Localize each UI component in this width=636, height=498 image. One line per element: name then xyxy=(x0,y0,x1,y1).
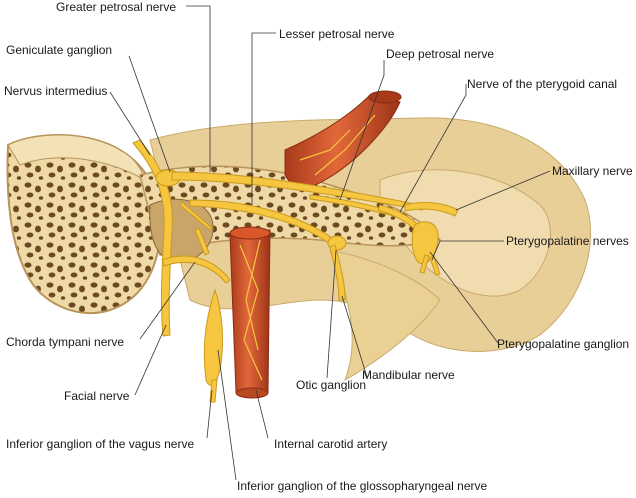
leader-lesser-petrosal xyxy=(251,32,276,205)
label-pterygopalatine-nerves: Pterygopalatine nerves xyxy=(506,234,629,248)
leader-pterygoid-canal xyxy=(399,84,467,213)
leader-nervus-intermedius xyxy=(109,91,151,156)
label-facial-nerve: Facial nerve xyxy=(64,389,130,403)
leader-deep-petrosal xyxy=(339,60,385,201)
facial-nerve xyxy=(132,139,173,337)
pterygopalatine-ganglion-shape xyxy=(411,221,439,265)
label-geniculate-ganglion: Geniculate ganglion xyxy=(6,43,113,57)
leader-maxillary xyxy=(455,170,551,211)
label-pterygopalatine-ganglion: Pterygopalatine ganglion xyxy=(497,337,630,351)
nerves xyxy=(132,139,459,403)
leader-greater-petrosal xyxy=(186,5,211,172)
temporal-cortex xyxy=(7,134,146,182)
leader-mandibular xyxy=(341,295,368,378)
leader-inferior-vagus xyxy=(206,389,213,439)
sympathetic-plexus xyxy=(239,114,376,381)
internal-carotid-artery xyxy=(229,229,271,397)
leader-internal-carotid xyxy=(255,389,269,439)
leader-pterygopalatine-nerves xyxy=(431,240,504,261)
label-maxillary-nerve: Maxillary nerve xyxy=(552,164,633,178)
leader-facial xyxy=(134,324,167,396)
label-chorda-tympani-nerve: Chorda tympani nerve xyxy=(6,335,125,349)
maxillary-nerve xyxy=(404,202,459,217)
label-deep-petrosal-nerve: Deep petrosal nerve xyxy=(386,47,495,61)
label-internal-carotid-artery: Internal carotid artery xyxy=(274,437,388,451)
label-greater-petrosal-nerve: Greater petrosal nerve xyxy=(56,0,177,14)
label-mandibular-nerve: Mandibular nerve xyxy=(362,368,455,382)
leader-geniculate xyxy=(128,55,171,173)
leader-otic xyxy=(326,249,337,379)
label-nervus-intermedius: Nervus intermedius xyxy=(4,84,108,98)
leader-pterygopalatine-ganglion xyxy=(429,251,499,344)
leader-lines xyxy=(109,5,551,481)
chorda-tympani-nerve xyxy=(161,255,231,284)
mandibular-nerve xyxy=(329,244,346,301)
label-inferior-ganglion-vagus: Inferior ganglion of the vagus nerve xyxy=(6,437,195,451)
leader-chorda-tympani xyxy=(139,261,196,340)
greater-petrosal-nerve xyxy=(171,171,423,211)
leader-inferior-glossopharyngeal xyxy=(217,349,237,481)
label-otic-ganglion: Otic ganglion xyxy=(296,378,367,392)
label-nerve-pterygoid-canal: Nerve of the pterygoid canal xyxy=(467,77,618,91)
label-lesser-petrosal-nerve: Lesser petrosal nerve xyxy=(279,27,395,41)
label-inferior-ganglion-glossopharyngeal: Inferior ganglion of the glossopharyngea… xyxy=(237,479,488,493)
